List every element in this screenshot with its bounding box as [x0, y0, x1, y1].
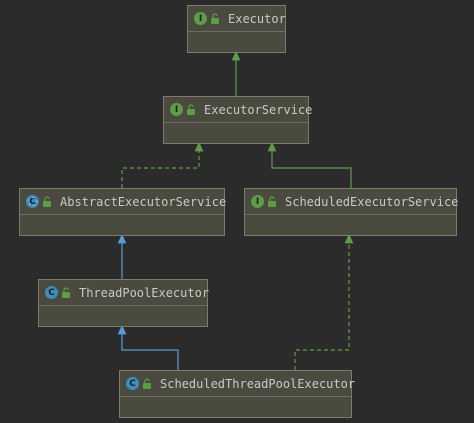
node-header: I Executor — [188, 6, 286, 32]
node-name: ThreadPoolExecutor — [79, 285, 210, 300]
node-name: AbstractExecutorService — [60, 194, 227, 209]
interface-icon: I — [194, 12, 207, 25]
node-name: Executor — [228, 11, 286, 26]
edge-scheduled-executor-service-to-executor-service — [267, 141, 352, 188]
interface-icon: I — [170, 103, 183, 116]
node-name: ScheduledThreadPoolExecutor — [160, 376, 356, 391]
interface-icon: I — [251, 195, 264, 208]
node-thread-pool-executor[interactable]: C ThreadPoolExecutor — [38, 279, 210, 327]
unlocked-icon — [62, 286, 70, 298]
node-scheduled-thread-pool-executor[interactable]: C ScheduledThreadPoolExecutor — [119, 370, 355, 418]
unlocked-icon — [268, 195, 276, 207]
class-icon: C — [45, 286, 58, 299]
edge-scheduled-thread-pool-executor-to-scheduled-executor-service — [294, 233, 354, 370]
node-executor[interactable]: I Executor — [187, 5, 286, 53]
unlocked-icon — [187, 103, 195, 115]
node-abstract-executor-service[interactable]: C AbstractExecutorService — [19, 188, 227, 236]
edge-scheduled-thread-pool-executor-to-thread-pool-executor — [117, 324, 179, 370]
node-header: I ScheduledExecutorService — [245, 189, 459, 215]
node-header: I ExecutorService — [164, 97, 312, 123]
class-icon: C — [126, 377, 139, 390]
edge-abstract-executor-service-to-executor-service — [121, 141, 204, 188]
unlocked-icon — [211, 12, 219, 24]
node-name: ExecutorService — [204, 102, 313, 117]
unlocked-icon — [143, 377, 151, 389]
node-header: C ScheduledThreadPoolExecutor — [120, 371, 355, 397]
node-scheduled-executor-service[interactable]: I ScheduledExecutorService — [244, 188, 459, 236]
node-executor-service[interactable]: I ExecutorService — [163, 96, 312, 144]
node-header: C ThreadPoolExecutor — [39, 280, 210, 306]
node-name: ScheduledExecutorService — [285, 194, 459, 209]
abstract-class-icon: C — [26, 195, 39, 208]
node-header: C AbstractExecutorService — [20, 189, 227, 215]
unlocked-icon — [43, 195, 51, 207]
